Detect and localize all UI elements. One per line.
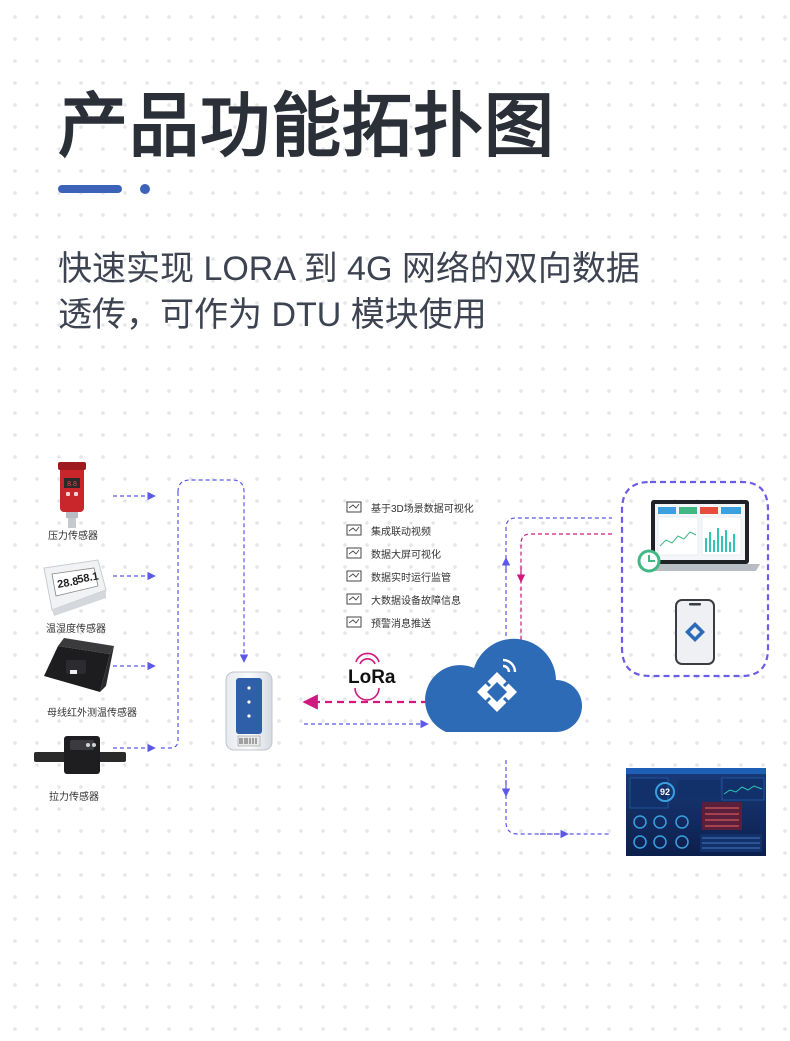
feature-item: 基于3D场景数据可视化 <box>346 501 474 515</box>
sensor-label-pressure: 压力传感器 <box>48 529 98 542</box>
uplink-connections <box>113 479 612 839</box>
web-to-cloud <box>520 533 612 640</box>
sensor-infrared: 母线红外测温传感器 <box>44 638 137 719</box>
cloud-to-bigscreen <box>505 760 610 835</box>
feature-label: 预警消息推送 <box>371 617 431 630</box>
bus-to-gateway <box>177 479 249 663</box>
feature-item: 数据大屏可视化 <box>346 547 441 561</box>
feature-label: 数据大屏可视化 <box>371 548 441 561</box>
thermo-temp-readout: 28.8 <box>56 575 79 591</box>
page-title: 产品功能拓扑图 <box>58 87 555 165</box>
title-underline-dot <box>140 184 150 194</box>
downlink-connections <box>520 533 612 640</box>
cloud-to-web <box>505 517 612 636</box>
monitor-chart-icon <box>346 570 362 582</box>
sensor-tension: 拉力传感器 <box>34 736 126 803</box>
big-screen-dashboard: 92 <box>626 768 766 856</box>
sensor-bus <box>160 492 179 749</box>
lora-label: LoRa <box>348 667 396 688</box>
monitor-chart-icon <box>346 593 362 605</box>
sensor-temp-humidity: 28.8 58.1 温湿度传感器 <box>43 559 107 635</box>
feature-item: 大数据设备故障信息 <box>346 593 461 607</box>
feature-list: 基于3D场景数据可视化 集成联动视频 数据大屏可视化 数据实时运行监管 大数据设… <box>346 501 474 630</box>
feature-label: 大数据设备故障信息 <box>371 594 461 607</box>
monitor-chart-icon <box>346 501 362 513</box>
phone-app <box>675 599 715 665</box>
feature-item: 集成联动视频 <box>346 524 431 538</box>
lora-logo: LoRa <box>348 652 396 701</box>
sensor-label-temp-humidity: 温湿度传感器 <box>46 622 106 635</box>
feature-item: 预警消息推送 <box>346 616 431 630</box>
cloud-icon <box>425 638 582 732</box>
subtitle-line-1: 快速实现 LORA 到 4G 网络的双向数据 <box>58 250 640 288</box>
feature-label: 集成联动视频 <box>371 525 431 538</box>
title-underline-bar <box>58 185 122 193</box>
subtitle-line-2: 透传，可作为 DTU 模块使用 <box>58 296 487 334</box>
client-devices-frame <box>620 480 770 678</box>
laptop-web-dashboard <box>637 500 760 573</box>
feature-label: 数据实时运行监管 <box>371 571 451 584</box>
monitor-chart-icon <box>346 616 362 628</box>
feature-label: 基于3D场景数据可视化 <box>371 502 474 515</box>
sensor-label-infrared: 母线红外测温传感器 <box>47 706 137 719</box>
sensor-pressure: 8.8 压力传感器 <box>48 462 98 542</box>
monitor-chart-icon <box>346 524 362 536</box>
page-subtitle: 快速实现 LORA 到 4G 网络的双向数据 透传，可作为 DTU 模块使用 <box>58 246 758 338</box>
phone-app-icon <box>685 622 705 642</box>
feature-item: 数据实时运行监管 <box>346 570 451 584</box>
lora-gateway-device <box>225 671 273 751</box>
cloud-logo-icon <box>477 658 517 712</box>
thermo-humidity-readout: 58.1 <box>76 570 99 586</box>
svg-text:8.8: 8.8 <box>67 481 77 488</box>
dashboard-gauge-readout: 92 <box>660 787 670 797</box>
topology-diagram: 8.8 压力传感器 28.8 58.1 温湿度传感器 母线红外测温传感器 拉力传… <box>34 462 770 856</box>
sensor-label-tension: 拉力传感器 <box>49 790 99 803</box>
monitor-chart-icon <box>346 547 362 559</box>
